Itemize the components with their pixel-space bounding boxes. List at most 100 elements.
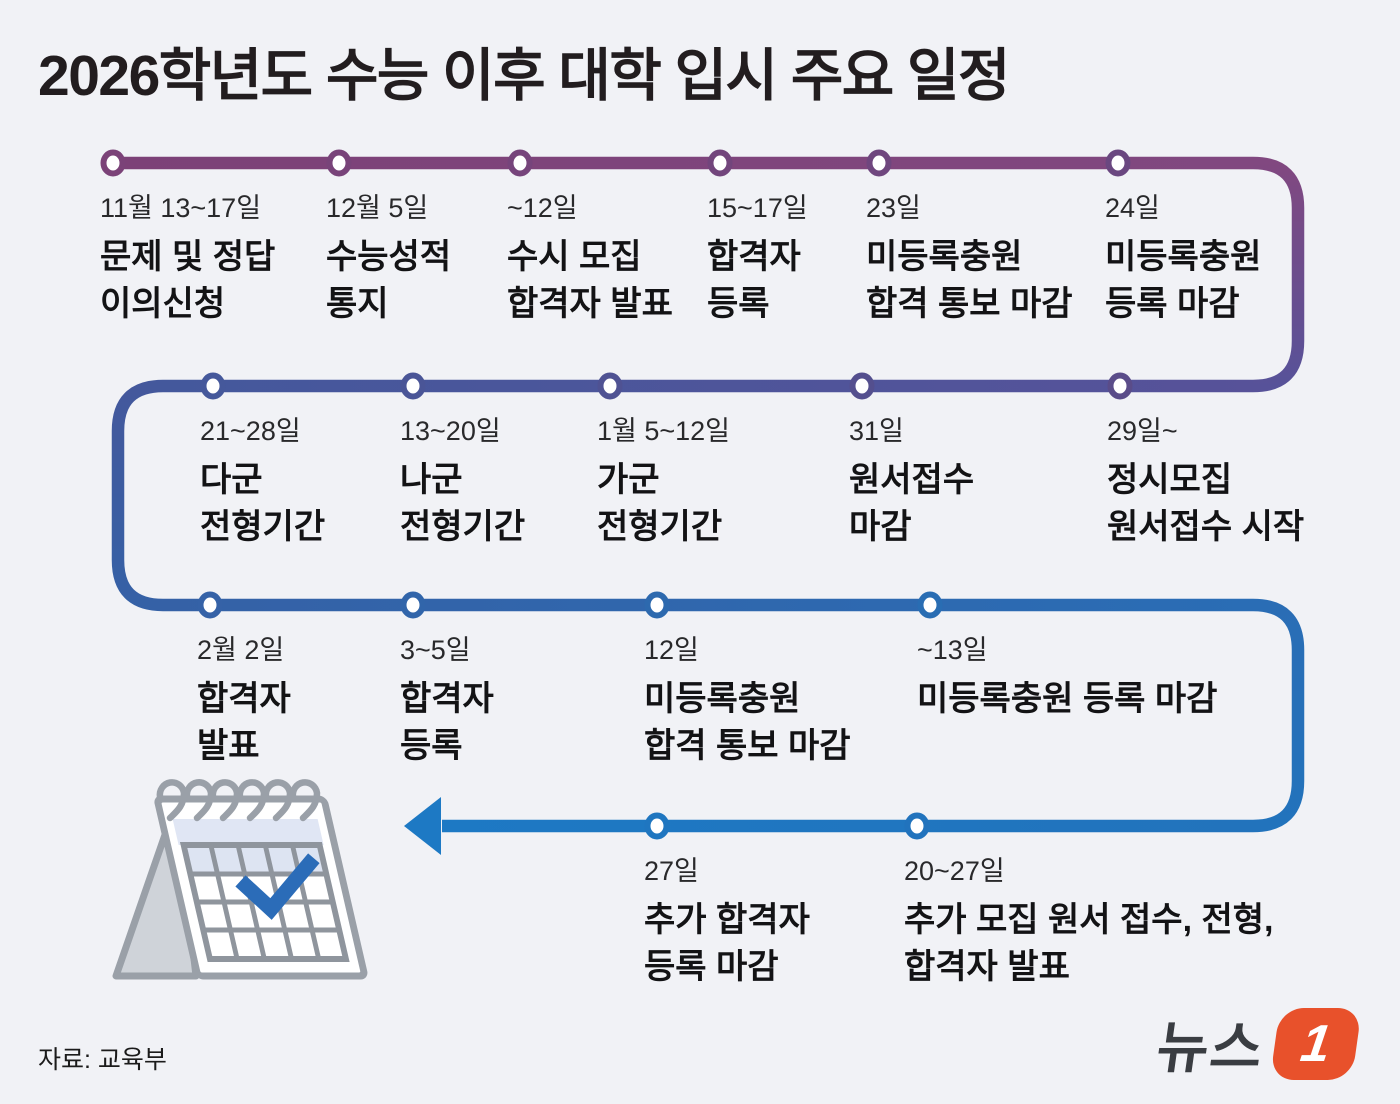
- event-title: 합격자 발표: [904, 948, 1070, 986]
- event-title: 미등록충원: [644, 680, 801, 718]
- event-title: 추가 합격자: [644, 901, 810, 939]
- event-title: 합격 통보 마감: [866, 285, 1073, 323]
- event-title: 정시모집: [1107, 461, 1233, 499]
- timeline-event: 23일 미등록충원 합격 통보 마감: [866, 191, 1073, 328]
- timeline-event: 12일 미등록충원 합격 통보 마감: [644, 633, 851, 770]
- timeline-node: [707, 149, 733, 177]
- calendar-rings: [156, 779, 321, 822]
- event-date: 12월 5일: [326, 193, 429, 223]
- event-date: 1월 5~12일: [597, 416, 731, 446]
- timeline-event: ~12일 수시 모집 합격자 발표: [507, 191, 673, 328]
- timeline-event: 2월 2일 합격자 발표: [197, 633, 291, 770]
- event-title: 전형기간: [200, 508, 326, 546]
- event-title: 가군: [597, 461, 660, 499]
- timeline-event: 27일 추가 합격자 등록 마감: [644, 854, 810, 991]
- timeline-event: 31일 원서접수 마감: [849, 414, 974, 551]
- event-date: 20~27일: [904, 856, 1005, 886]
- event-title: 합격자: [707, 238, 801, 276]
- calendar-grid-toprow: [183, 845, 327, 874]
- source-note: 자료: 교육부: [38, 1046, 167, 1074]
- timeline-event: 21~28일 다군 전형기간: [200, 414, 325, 551]
- event-title: 등록: [400, 727, 463, 765]
- timeline-curve-right-2: [1252, 598, 1305, 833]
- timeline-node: [866, 149, 892, 177]
- event-date: 13~20일: [400, 416, 501, 446]
- event-title: 미등록충원 등록 마감: [917, 680, 1218, 718]
- event-date: 21~28일: [200, 416, 301, 446]
- event-date: 29일~: [1107, 416, 1178, 446]
- news1-wordmark: 뉴스: [1152, 1016, 1269, 1079]
- event-date: 3~5일: [400, 635, 471, 665]
- event-title: 합격자 발표: [507, 285, 673, 323]
- timeline-event: 3~5일 합격자 등록: [400, 633, 494, 770]
- timeline-node: [917, 591, 943, 619]
- timeline-node: [507, 149, 533, 177]
- news1-badge-numeral: 1: [1297, 1015, 1335, 1073]
- timeline-curve-right-1: [1252, 156, 1305, 393]
- calendar-icon: [112, 779, 368, 980]
- calendar-header-band: [172, 819, 324, 845]
- check-icon: [235, 853, 320, 920]
- event-title: 등록 마감: [644, 948, 779, 986]
- timeline-node: [904, 812, 930, 840]
- timeline-event: 15~17일 합격자 등록: [707, 191, 808, 328]
- timeline-node: [400, 372, 426, 400]
- arrow-left-icon: [404, 797, 441, 855]
- event-title: 등록: [707, 285, 770, 323]
- timeline-event: 11월 13~17일 문제 및 정답 이의신청: [100, 191, 275, 328]
- event-date: 2월 2일: [197, 635, 285, 665]
- event-title: 나군: [400, 461, 463, 499]
- event-title: 추가 모집 원서 접수, 전형,: [904, 901, 1274, 939]
- event-date: ~13일: [917, 635, 988, 665]
- event-title: 통지: [326, 285, 389, 323]
- timeline-node: [849, 372, 875, 400]
- event-title: 미등록충원: [1105, 238, 1262, 276]
- timeline-event: 1월 5~12일 가군 전형기간: [597, 414, 730, 551]
- event-title: 등록 마감: [1105, 285, 1240, 323]
- event-title: 원서접수: [849, 461, 975, 499]
- timeline-event: ~13일 미등록충원 등록 마감: [917, 633, 1217, 723]
- timeline-event: 29일~ 정시모집 원서접수 시작: [1107, 414, 1304, 551]
- timeline-curve-left: [111, 379, 164, 612]
- event-title: 미등록충원: [866, 238, 1023, 276]
- event-title: 전형기간: [597, 508, 723, 546]
- event-title: 합격 통보 마감: [644, 727, 851, 765]
- timeline-event: 13~20일 나군 전형기간: [400, 414, 525, 551]
- event-date: 27일: [644, 856, 699, 886]
- event-date: 23일: [866, 193, 921, 223]
- event-date: 24일: [1105, 193, 1160, 223]
- timeline-node: [1107, 372, 1133, 400]
- timeline-event: 20~27일 추가 모집 원서 접수, 전형, 합격자 발표: [904, 854, 1273, 991]
- timeline-event: 24일 미등록충원 등록 마감: [1105, 191, 1261, 328]
- event-title: 수능성적: [326, 238, 452, 276]
- timeline-node: [644, 591, 670, 619]
- event-title: 이의신청: [100, 285, 226, 323]
- event-title: 수시 모집: [507, 238, 642, 276]
- event-title: 원서접수 시작: [1107, 508, 1305, 546]
- timeline-node: [100, 149, 126, 177]
- news1-badge-icon: 1: [1269, 1008, 1362, 1080]
- event-title: 발표: [197, 727, 260, 765]
- event-title: 문제 및 정답: [100, 238, 276, 276]
- event-title: 전형기간: [400, 508, 526, 546]
- timeline-node: [400, 591, 426, 619]
- news1-logo: 뉴스 1: [1153, 1006, 1362, 1080]
- event-title: 마감: [849, 508, 912, 546]
- timeline-node: [597, 372, 623, 400]
- timeline-event: 12월 5일 수능성적 통지: [326, 191, 451, 328]
- event-title: 다군: [200, 461, 263, 499]
- event-date: 11월 13~17일: [100, 193, 262, 223]
- timeline-node: [200, 372, 226, 400]
- timeline-node: [1105, 149, 1131, 177]
- event-date: 12일: [644, 635, 699, 665]
- event-date: 31일: [849, 416, 904, 446]
- timeline-node: [326, 149, 352, 177]
- timeline-node: [197, 591, 223, 619]
- event-title: 합격자: [197, 680, 291, 718]
- event-title: 합격자: [400, 680, 494, 718]
- page-title: 2026학년도 수능 이후 대학 입시 주요 일정: [38, 44, 1010, 108]
- event-date: ~12일: [507, 193, 578, 223]
- event-date: 15~17일: [707, 193, 808, 223]
